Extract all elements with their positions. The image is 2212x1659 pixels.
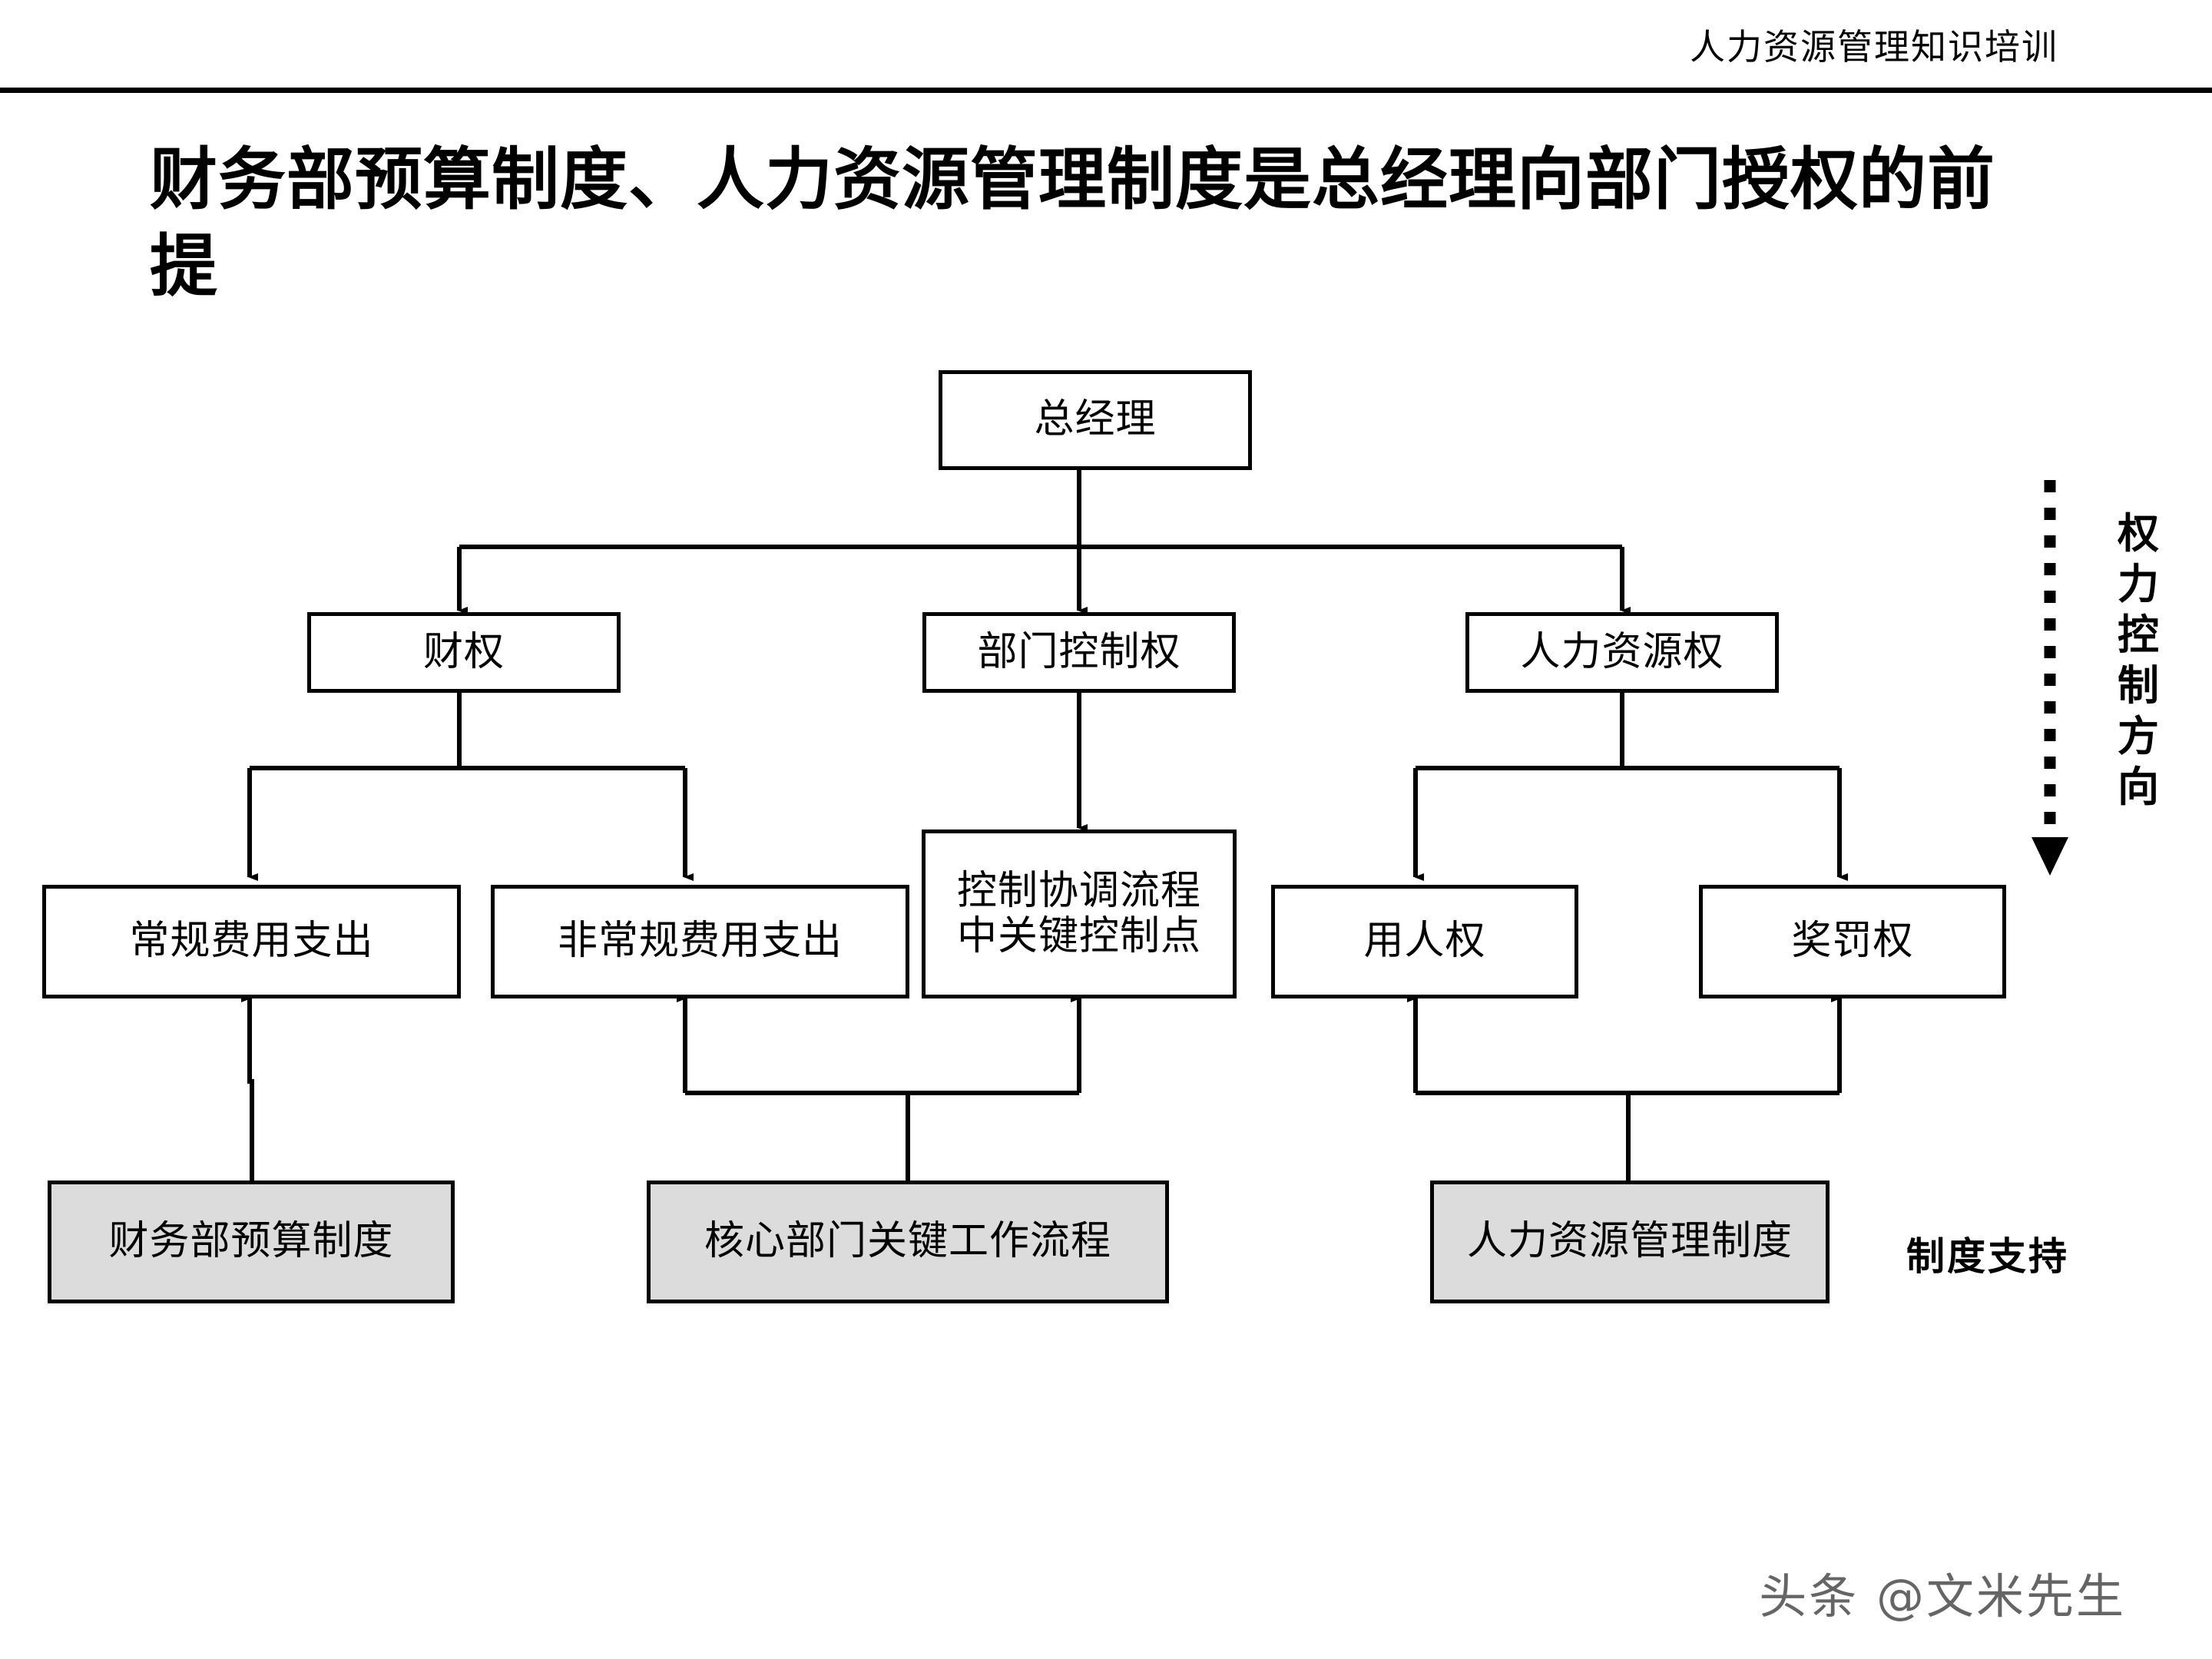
support-hr-management-system[interactable]: 人力资源管理制度 (1430, 1181, 1830, 1303)
power-direction-char: 权 (2118, 509, 2159, 558)
watermark: 头条 @文米先生 (1759, 1568, 2126, 1624)
node-key-control-points[interactable]: 控制协调流程 中关键控制点 (922, 830, 1237, 998)
node-label: 财务部预算制度 (108, 1218, 394, 1265)
node-financial-authority[interactable]: 财权 (307, 612, 621, 693)
node-reward-punishment-authority[interactable]: 奖罚权 (1699, 885, 2006, 998)
power-direction-arrow (2032, 480, 2068, 876)
node-label: 用人权 (1363, 918, 1486, 965)
header-divider (0, 88, 2212, 93)
power-direction-char: 制 (2118, 661, 2159, 710)
page-title: 财务部预算制度、人力资源管理制度是总经理向部门授权的前提 (150, 140, 1996, 306)
node-regular-expenditure[interactable]: 常规费用支出 (42, 885, 461, 998)
node-label: 部门控制权 (977, 628, 1181, 675)
page-header: 人力资源管理知识培训 (0, 0, 2212, 93)
node-label: 非常规费用支出 (557, 918, 843, 965)
power-direction-char: 控 (2118, 611, 2159, 659)
support-core-department-workflow[interactable]: 核心部门关键工作流程 (647, 1181, 1169, 1303)
node-label: 财权 (422, 628, 505, 675)
node-label-line-1: 控制协调流程 (956, 867, 1201, 914)
node-label: 常规费用支出 (129, 918, 374, 965)
power-direction-label: 权 力 控 制 方 向 (2101, 513, 2175, 817)
node-department-control-authority[interactable]: 部门控制权 (922, 612, 1236, 693)
system-support-caption: 制度支持 (1906, 1234, 2069, 1279)
power-direction-char: 力 (2118, 560, 2159, 608)
node-label: 人力资源权 (1520, 628, 1724, 675)
node-label: 核心部门关键工作流程 (704, 1218, 1111, 1265)
power-direction-char: 方 (2118, 712, 2159, 760)
node-label-line-2: 中关键控制点 (956, 913, 1201, 959)
header-title: 人力资源管理知识培训 (1690, 26, 2058, 68)
node-label: 人力资源管理制度 (1466, 1218, 1793, 1265)
node-label: 奖罚权 (1791, 918, 1914, 965)
node-employment-authority[interactable]: 用人权 (1271, 885, 1578, 998)
support-finance-budget-system[interactable]: 财务部预算制度 (48, 1181, 455, 1303)
power-direction-char: 向 (2118, 763, 2159, 811)
node-general-manager[interactable]: 总经理 (939, 370, 1252, 470)
node-irregular-expenditure[interactable]: 非常规费用支出 (491, 885, 909, 998)
node-hr-authority[interactable]: 人力资源权 (1465, 612, 1779, 693)
node-label: 总经理 (1034, 396, 1157, 443)
